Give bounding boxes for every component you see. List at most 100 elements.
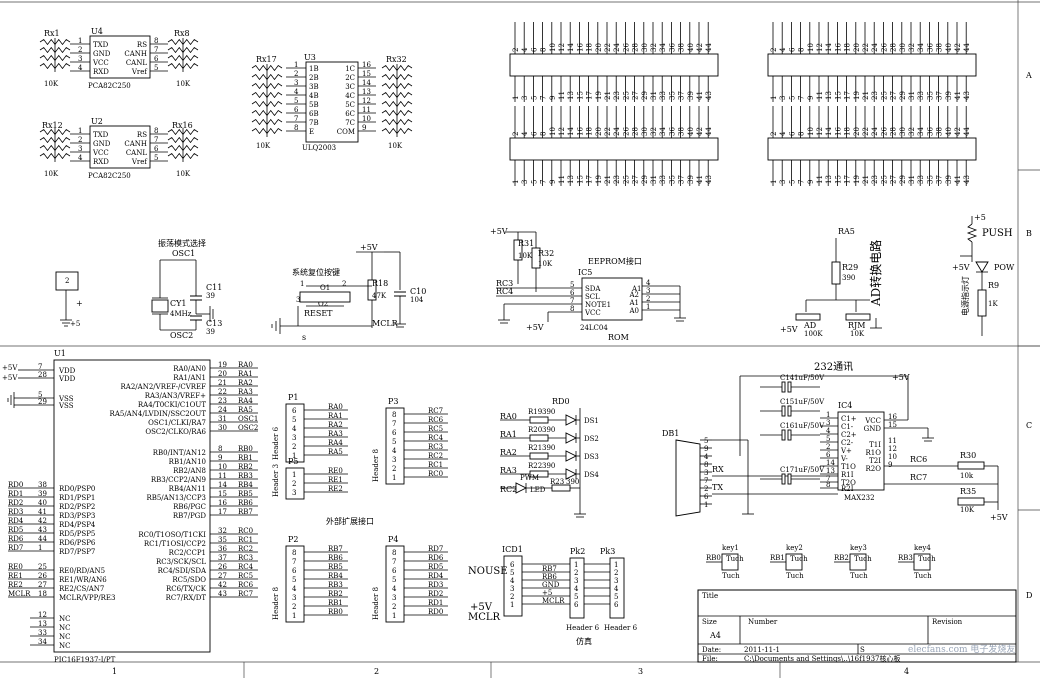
pin-number: 5 [570, 281, 574, 289]
key-tag: Tuch [726, 555, 744, 563]
rjm-pot-body [845, 313, 871, 321]
led-resistor-label: R19 [528, 408, 542, 416]
header-pin-number: 2 [770, 132, 778, 136]
header-pin-number: 41 [696, 91, 704, 100]
icd-pin-number: 3 [510, 585, 514, 593]
key-name: key4 [914, 544, 931, 552]
mcu-pin-number: 26 [218, 563, 227, 571]
pin-number: 3 [78, 55, 82, 63]
key-net-label: RB1 [770, 554, 785, 562]
push-vcc2: +5V [952, 263, 970, 272]
header-pin-number: 30 [899, 43, 907, 52]
r31-value: 10K [518, 252, 533, 260]
u2-label: U2 [91, 117, 103, 126]
expansion-net-label: RD1 [428, 599, 443, 607]
max232-pin-name: R1O [866, 449, 882, 457]
mcu-pin-name: RA0/AN0 [173, 365, 206, 373]
r29-body [831, 261, 841, 285]
max232-pin-number: 15 [888, 421, 897, 429]
mcu-net-label: RB2 [238, 463, 253, 471]
r32-label: R32 [538, 249, 554, 258]
led-resistor-label: R22 [528, 462, 542, 470]
rx8-value: 10K [176, 80, 191, 88]
led-designator: DS4 [584, 471, 599, 479]
key-tag: Tuch [790, 555, 808, 563]
mcu-pin-number: 29 [38, 398, 47, 406]
cap-plate [781, 405, 786, 417]
mcu-net-label: RC2 [238, 545, 253, 553]
mcu-net-label: RB6 [238, 499, 253, 507]
max232-pin-number: 4 [826, 427, 831, 435]
max232-pin-number: 11 [888, 437, 897, 445]
resistor-network-rx1 [39, 38, 71, 72]
header-pin-number: 21 [862, 175, 870, 184]
date-label: Date: [702, 646, 721, 654]
pin-name: CANL [126, 149, 148, 157]
header-pin-number: 24 [871, 43, 879, 52]
mcu-pin-number: 39 [38, 490, 47, 498]
max232-pin-name: C2+ [841, 431, 857, 439]
pin-name: Vref [131, 158, 149, 166]
header-pin-number: 8 [540, 48, 548, 52]
max232-pin-number: 1 [826, 411, 830, 419]
mcu-pin-name: NC [59, 624, 70, 632]
mcu-net-label: RD3 [8, 508, 23, 516]
mcu-pin-number: 12 [38, 611, 47, 619]
pin-number: 11 [362, 106, 371, 114]
mcu-pin-name: MCLR/VPP/RE3 [59, 594, 115, 602]
rs232-tx: TX [712, 483, 723, 492]
header-pin-number: 10 [549, 127, 557, 136]
pin-number: 8 [570, 305, 574, 313]
eeprom-circuit: +5V R31 10K R32 10K EEPROM接口 IC5 RC3 RC4… [490, 227, 686, 342]
key-net-label: RB2 [834, 554, 849, 562]
expansion-header-body [285, 403, 305, 463]
max232-pin-number: 16 [888, 413, 897, 421]
pin-name: CANH [124, 50, 147, 58]
mcu-net-label: RB7 [238, 508, 253, 516]
expansion-header-body [385, 407, 405, 485]
reset-p3: 3 [296, 296, 300, 304]
expansion-header-name: Header 6 [272, 426, 280, 460]
header-pin-number: 26 [880, 127, 888, 136]
rx17-value: 10K [256, 142, 271, 150]
expansion-net-label: RC4 [428, 434, 444, 442]
header-pin-number: 38 [678, 127, 686, 136]
mcu-pin-name: RC0/T1OSO/T1CKI [138, 531, 206, 539]
jumper-plus: + [76, 299, 83, 308]
mcu-pin-number: 42 [38, 517, 47, 525]
expansion-net-label: RB4 [328, 572, 343, 580]
mcu-pin-number: 25 [38, 563, 47, 571]
expansion-net-label: RB3 [328, 581, 343, 589]
header-pin-number: 44 [963, 43, 971, 52]
mcu-pin-number: 43 [38, 526, 47, 534]
mcu-pin-name: RA5/AN4/LVDIN/SSC2OUT [110, 410, 207, 418]
rx32-label: Rx32 [386, 55, 407, 64]
u2-body [89, 125, 151, 169]
expansion-net-label: RB5 [328, 563, 343, 571]
cap-plate [781, 381, 786, 393]
expansion-header-body [285, 545, 305, 623]
header-pin-number: 6 [530, 47, 538, 52]
led-diode [565, 432, 578, 444]
expansion-header-label: P4 [388, 535, 398, 544]
icd-vcc: +5V [470, 602, 493, 613]
led-resistor-label: R21 [528, 444, 542, 452]
header-pin-number: 25 [880, 175, 888, 184]
led-net-label: RA0 [500, 412, 517, 421]
ic4-label: IC4 [838, 401, 852, 410]
mcu-pin-number: 43 [218, 590, 227, 598]
max232-pin-number: 12 [888, 445, 897, 453]
led-rd0: RD0 [552, 397, 570, 406]
header-pin-number: 37 [936, 91, 944, 100]
mcu-pin-number: 11 [218, 472, 227, 480]
led-resistor-label: R20 [528, 426, 542, 434]
mcu-pin-name: RE1/WR/AN6 [59, 576, 107, 584]
mcu-pin-number: 14 [218, 481, 227, 489]
header-pin-number: 16 [834, 43, 842, 52]
mcu-pin-number: 20 [218, 370, 227, 378]
ic4-body [837, 411, 885, 491]
mcu-pin-name: RB5/AN13/CCP3 [146, 494, 206, 502]
header-pin-number: 40 [687, 43, 695, 52]
